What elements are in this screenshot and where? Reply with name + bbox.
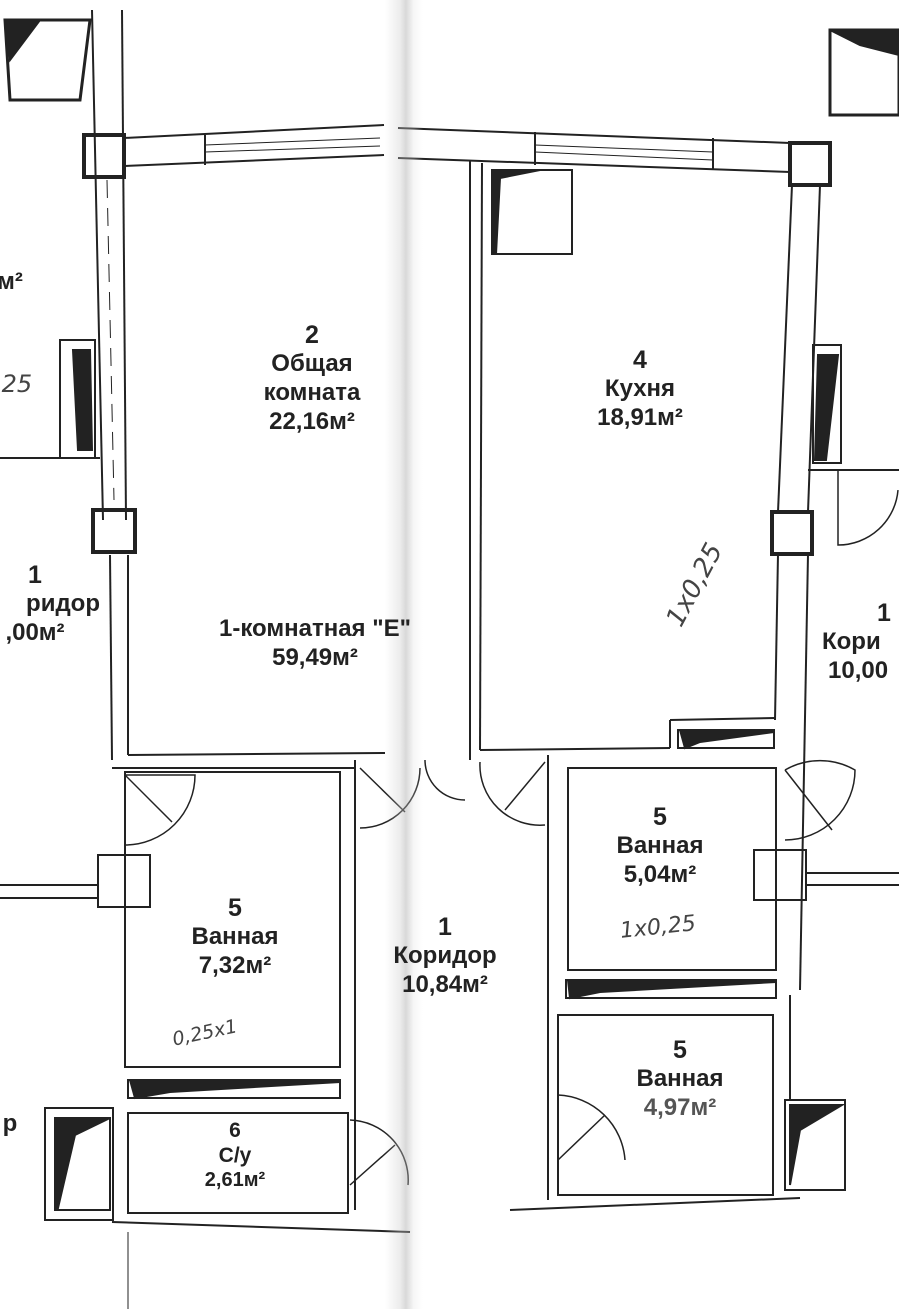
column-mid-left xyxy=(91,508,137,554)
neighbor-right-corridor: 1 Кори 10,00 xyxy=(822,599,891,684)
apartment-summary: 1-комнатная "E" 59,49м² xyxy=(165,615,465,673)
note-left-top: ,25 xyxy=(0,370,33,398)
left-outer-wall xyxy=(91,9,129,761)
column-mid-right xyxy=(770,510,814,556)
room-bath-right-upper: 5 Ванная 5,04м² xyxy=(585,802,735,890)
neighbor-left-bottom: р xyxy=(2,1110,18,1137)
room-living: 2 Общая комната 22,16м² xyxy=(222,320,402,436)
room-name: Ванная xyxy=(191,923,279,950)
room-number: 1 xyxy=(438,913,452,941)
kitchen-vent-shaft xyxy=(491,169,573,255)
room-bath-left: 5 Ванная 7,32м² xyxy=(160,893,310,981)
column-top-right xyxy=(788,141,832,187)
room-area: 2,61м² xyxy=(204,1169,266,1192)
kitchen-duct xyxy=(677,728,775,750)
neighbor-left-top-area: м² xyxy=(0,268,23,295)
room-area: 5,04м² xyxy=(623,860,697,888)
room-name: С/у xyxy=(218,1144,252,1168)
door-corridor-c xyxy=(479,761,546,826)
right-top-shaft xyxy=(808,28,899,546)
room-name: Ванная xyxy=(636,1065,724,1092)
apartment-total-area: 59,49м² xyxy=(272,643,358,671)
room-name: Коридор xyxy=(393,942,497,969)
room-wc: 6 С/у 2,61м² xyxy=(160,1118,310,1192)
room-number: 4 xyxy=(633,346,647,374)
door-bath-left xyxy=(124,774,196,846)
room-bath-right-lower: 5 Ванная 4,97м² xyxy=(605,1035,755,1123)
room-area: 4,97м² xyxy=(643,1093,717,1121)
room-area: 18,91м² xyxy=(597,403,683,431)
room-number: 5 xyxy=(673,1036,687,1064)
room-number: 5 xyxy=(228,894,242,922)
bathroom-block-left xyxy=(0,760,411,1309)
room-area: 7,32м² xyxy=(198,951,272,979)
door-bath-right-upper xyxy=(784,759,856,841)
room-name: Ванная xyxy=(616,832,704,859)
room-name: Кухня xyxy=(604,375,676,402)
room-area: 22,16м² xyxy=(269,407,355,435)
kitchen-right-wall xyxy=(479,184,821,991)
apartment-type: 1-комнатная "E" xyxy=(218,615,411,642)
room-number: 5 xyxy=(653,803,667,831)
left-top-shaft xyxy=(0,18,100,459)
neighbor-left-corridor: 1 ридор ,00м² xyxy=(5,561,100,646)
left-lower-shaft xyxy=(44,1107,114,1221)
bathroom-block-right xyxy=(509,755,899,1211)
paper-fold xyxy=(385,0,423,1309)
room-corridor: 1 Коридор 10,84м² xyxy=(370,912,520,1000)
door-bath-right-lower xyxy=(557,1094,626,1161)
room-number: 6 xyxy=(229,1119,241,1142)
room-number: 2 xyxy=(305,321,319,349)
room-name: комната xyxy=(263,378,361,406)
door-wc xyxy=(349,1119,409,1186)
living-room-walls xyxy=(127,160,483,760)
room-kitchen: 4 Кухня 18,91м² xyxy=(560,345,720,433)
room-name: Общая xyxy=(271,350,353,377)
column-top-left xyxy=(82,133,126,179)
room-area: 10,84м² xyxy=(402,970,488,998)
door-corridor-b xyxy=(424,759,466,801)
top-window-wall xyxy=(123,124,791,173)
